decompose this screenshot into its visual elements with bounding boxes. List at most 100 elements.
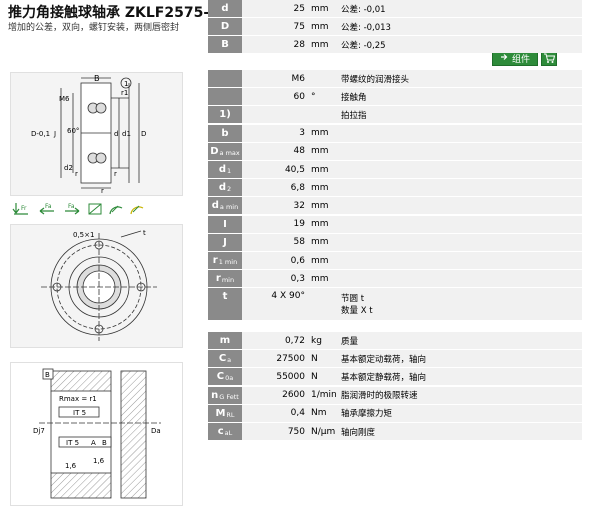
dim-label: B: [94, 74, 100, 83]
spec-description: 脂润滑时的极限转速: [338, 386, 582, 404]
spec-description: 接触角: [338, 88, 582, 106]
dim-label: r: [75, 170, 78, 178]
dim-label: 60°: [67, 127, 79, 135]
axial-load-left-icon: Fa: [37, 202, 57, 216]
spec-value: 28: [242, 36, 308, 54]
roughness-label: 1,6: [93, 457, 105, 465]
spec-unit: [308, 288, 338, 321]
speed-icon: [108, 202, 124, 216]
spec-description: 轴承摩擦力矩: [338, 404, 582, 422]
cross-section-drawing: B 1 M6 60° D-0,1 J d d1 D d2 r1 r r r: [10, 72, 183, 196]
spec-description: [338, 215, 582, 233]
spec-value: 40,5: [242, 161, 308, 178]
spec-label: b: [208, 124, 242, 142]
spec-label: J: [208, 233, 242, 251]
tilt-load-icon: [87, 202, 103, 216]
spec-description: 拍拉指: [338, 106, 582, 124]
spec-label: 1): [208, 106, 242, 124]
spec-unit: 1/min: [308, 386, 338, 404]
face-view-drawing: 0,5×1 t: [10, 224, 183, 348]
spec-label: B: [208, 36, 242, 54]
spec-unit: N: [308, 350, 338, 368]
spec-unit: mm: [308, 142, 338, 160]
spec-value: 750: [242, 423, 308, 440]
dim-label: Rmax = r1: [59, 395, 97, 403]
spec-value: 58: [242, 233, 308, 251]
spec-unit: N/µm: [308, 423, 338, 440]
spec-description: [338, 233, 582, 251]
spec-unit: mm: [308, 161, 338, 178]
spec-description: 公差: -0,01: [338, 0, 582, 17]
spec-row: 1) 拍拉指: [208, 106, 582, 124]
spec-description: [338, 197, 582, 215]
dim-label: d2: [64, 164, 73, 172]
dim-label: d: [114, 130, 118, 138]
svg-text:Fr: Fr: [21, 205, 27, 212]
dim-label: d1: [122, 130, 131, 138]
component-button-label: 组件: [511, 54, 530, 65]
spec-value: 27500: [242, 350, 308, 368]
dim-label: r1: [121, 89, 128, 97]
dim-label: t: [143, 229, 146, 237]
spec-value: [242, 106, 308, 124]
dim-label: r: [101, 187, 104, 195]
spec-value: 2600: [242, 386, 308, 404]
spec-description: 带螺纹的润滑接头: [338, 70, 582, 87]
datum-label: B: [45, 371, 50, 379]
spec-unit: mm: [308, 36, 338, 54]
spec-unit: mm: [308, 233, 338, 251]
spec-value: 32: [242, 197, 308, 215]
spec-value: 3: [242, 124, 308, 142]
spec-unit: mm: [308, 124, 338, 142]
roughness-label: 1,6: [65, 462, 77, 470]
sealing-icon: [129, 202, 145, 216]
spec-description: 质量: [338, 332, 582, 349]
spec-description: 基本额定动载荷，轴向: [338, 350, 582, 368]
spec-value: 0,4: [242, 404, 308, 422]
spec-unit: mm: [308, 179, 338, 197]
spec-description: [338, 142, 582, 160]
spec-value: M6: [242, 70, 308, 87]
tolerance-label: IT 5: [73, 409, 86, 417]
spec-value: 6,8: [242, 179, 308, 197]
dim-label: Da: [151, 427, 161, 435]
dim-label: J: [53, 130, 56, 138]
component-button[interactable]: 组件: [492, 50, 538, 66]
spec-label: t: [208, 288, 242, 321]
spec-value: 25: [242, 0, 308, 17]
spec-value: 0,6: [242, 252, 308, 269]
spec-value: 48: [242, 142, 308, 160]
spec-unit: N: [308, 368, 338, 386]
datum-ref-label: B: [102, 439, 107, 447]
spec-label: m: [208, 332, 242, 349]
spec-label: D: [208, 18, 242, 36]
cart-icon: [543, 49, 556, 68]
page-title: 推力角接触球轴承 ZKLF2575-2RS-PE: [8, 5, 266, 21]
spec-unit: mm: [308, 197, 338, 215]
tolerance-label: IT 5: [66, 439, 79, 447]
spec-value: 19: [242, 215, 308, 233]
